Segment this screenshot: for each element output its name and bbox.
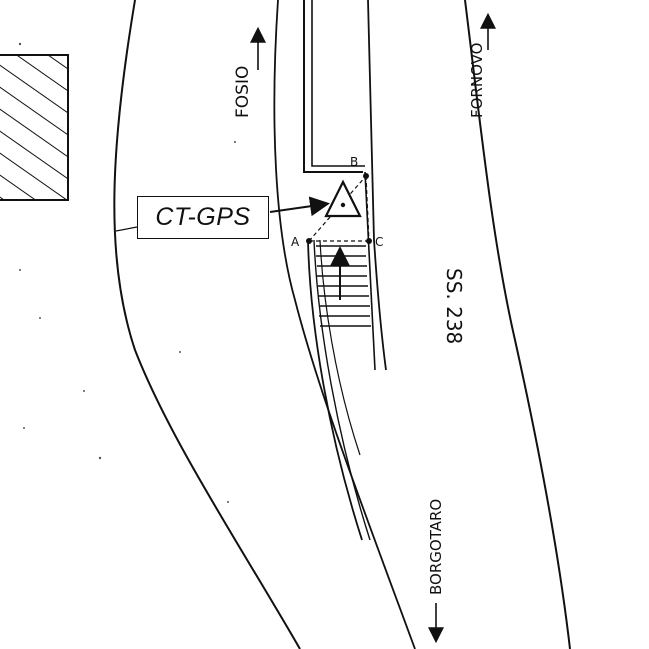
direction-fosio-label: FOSIO xyxy=(233,66,253,118)
ct-gps-label-box: CT-GPS xyxy=(137,196,269,239)
point-c-marker xyxy=(366,238,372,244)
direction-fornovo-label: FORNOVO xyxy=(468,43,486,118)
point-c-label: C xyxy=(375,235,383,249)
direction-borgotaro-label: BORGOTARO xyxy=(427,499,445,595)
point-b-marker xyxy=(363,173,369,179)
point-b-label: B xyxy=(350,155,358,169)
stair-ramp xyxy=(307,239,371,541)
label-leader-line xyxy=(115,226,138,232)
road-edge-right xyxy=(464,0,571,649)
road-edge-left xyxy=(113,0,301,649)
point-a-marker xyxy=(306,238,312,244)
road-name-label: SS. 238 xyxy=(442,268,466,344)
kerb-line-outer xyxy=(273,0,416,649)
paper-specks xyxy=(18,42,236,503)
structure-outline xyxy=(303,0,376,371)
kerb-line-inner xyxy=(367,0,387,371)
gps-station-symbol xyxy=(324,179,362,218)
label-pointer-arrow xyxy=(269,196,330,217)
point-a-label: A xyxy=(291,235,300,249)
building-block xyxy=(0,54,69,201)
ct-gps-label: CT-GPS xyxy=(155,203,251,231)
